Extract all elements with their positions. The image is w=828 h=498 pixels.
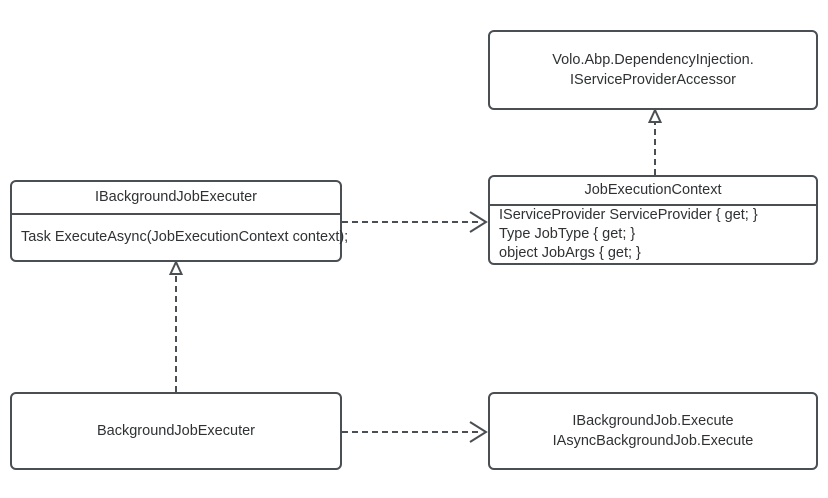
node-title-compartment: JobExecutionContext (490, 177, 816, 206)
node-label-line-1: Volo.Abp.DependencyInjection. (552, 52, 754, 68)
node-background-job-execute[interactable]: IBackgroundJob.Execute IAsyncBackgroundJ… (488, 392, 818, 470)
node-title: JobExecutionContext (584, 182, 722, 198)
connector-realization-to-service-provider-accessor (647, 107, 663, 175)
connector-dependency-to-job-execution-context (342, 211, 488, 233)
connector-dependency-to-background-job-execute (342, 421, 488, 443)
open-arrowhead-icon (469, 421, 488, 443)
node-members-compartment: IServiceProvider ServiceProvider { get; … (490, 206, 816, 263)
connector-realization-to-ibackground-job-executer (168, 259, 184, 392)
node-member: object JobArgs { get; } (499, 245, 641, 261)
node-member: IServiceProvider ServiceProvider { get; … (499, 207, 758, 223)
node-job-execution-context[interactable]: JobExecutionContext IServiceProvider Ser… (488, 175, 818, 265)
node-label-line-2: IServiceProviderAccessor (570, 72, 736, 88)
node-ibackground-job-executer[interactable]: IBackgroundJobExecuter Task ExecuteAsync… (10, 180, 349, 262)
node-title: IBackgroundJobExecuter (94, 189, 257, 205)
node-members-compartment: Task ExecuteAsync(JobExecutionContext co… (12, 215, 349, 260)
hollow-triangle-arrowhead-icon (647, 107, 663, 123)
hollow-triangle-arrowhead-icon (168, 259, 184, 275)
node-background-job-executer[interactable]: BackgroundJobExecuter (10, 392, 342, 470)
node-title-compartment: IBackgroundJobExecuter (12, 182, 340, 215)
node-member: Task ExecuteAsync(JobExecutionContext co… (21, 229, 349, 245)
open-arrowhead-icon (469, 211, 488, 233)
node-label-line-1: IBackgroundJob.Execute (572, 413, 734, 429)
node-label-line-2: IAsyncBackgroundJob.Execute (552, 433, 754, 449)
node-label: BackgroundJobExecuter (97, 423, 255, 439)
node-member: Type JobType { get; } (499, 226, 636, 242)
node-service-provider-accessor[interactable]: Volo.Abp.DependencyInjection. IServicePr… (488, 30, 818, 110)
